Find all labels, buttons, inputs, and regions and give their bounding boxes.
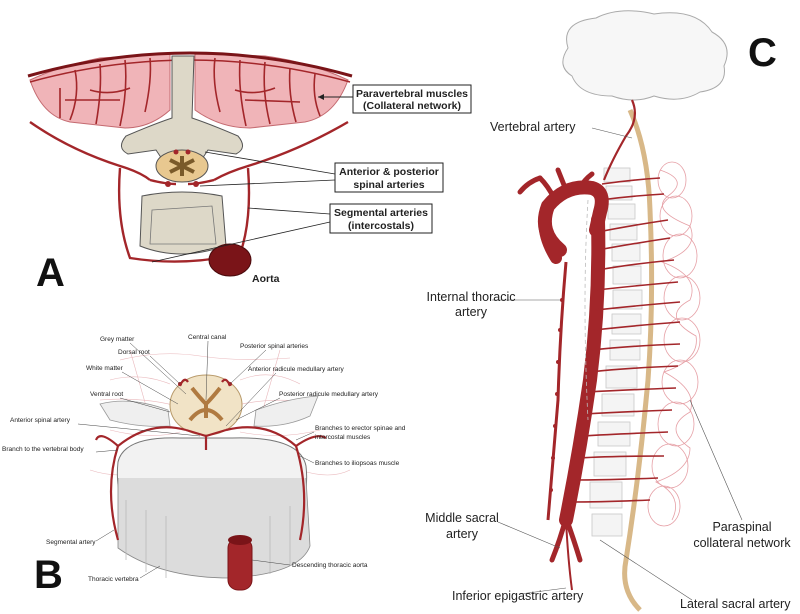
label-spinal-1: Anterior & posterior: [339, 166, 439, 178]
label-dorsal-root: Dorsal root: [118, 349, 150, 356]
label-grey-matter: Grey matter: [100, 336, 135, 343]
panel-letter-b: B: [34, 553, 63, 597]
label-vertebral-body-branch: Branch to the vertebral body: [2, 446, 84, 453]
collateral-branches: [59, 57, 321, 127]
box-paravertebral: [352, 84, 472, 114]
label-erector-1: Branches to erector spinae and: [315, 425, 406, 432]
iliac-arteries: [549, 515, 583, 563]
label-thoracic-vertebra: Thoracic vertebra: [88, 576, 139, 583]
spinal-column: [622, 108, 655, 612]
descending-aorta-b: [227, 537, 253, 591]
label-aorta: Aorta: [252, 273, 280, 285]
brain-outline: [562, 10, 728, 101]
label-paravertebral-1: Paravertebral muscles: [356, 88, 468, 100]
panel-c: Vertebral artery Internal thoracic arter…: [425, 10, 791, 612]
leader-lines-c: [492, 127, 743, 601]
label-middle-sacral-1: Middle sacral: [425, 511, 499, 525]
middle-sacral-artery: [565, 519, 573, 591]
label-inferior-epigastric: Inferior epigastric artery: [452, 589, 584, 603]
label-middle-sacral-2: artery: [446, 527, 479, 541]
label-central-canal: Central canal: [188, 334, 227, 341]
transverse-process-right: [253, 395, 319, 427]
label-erector-2: intercostal muscles: [315, 434, 371, 441]
label-lateral-sacral: Lateral sacral artery: [680, 597, 791, 611]
label-posterior-radicule: Posterior radicule medullary artery: [279, 391, 379, 398]
label-iliopsoas: Branches to iliopsoas muscle: [315, 460, 400, 467]
descending-aorta-c: [559, 213, 606, 527]
arteries-b: [94, 378, 327, 541]
vertebral-bodies-c: [589, 167, 643, 537]
thoracic-branch-dots: [549, 298, 564, 492]
panel-letter-c: C: [748, 31, 777, 75]
label-descending-aorta: Descending thoracic aorta: [292, 562, 368, 569]
panel-letter-a: A: [36, 251, 65, 295]
box-segmental: [329, 203, 433, 234]
leader-lines-b: [77, 340, 315, 579]
label-internal-thoracic-1: Internal thoracic: [427, 290, 516, 304]
label-paraspinal-2: collateral network: [693, 536, 791, 550]
label-white-matter: White matter: [86, 365, 124, 372]
label-spinal-2: spinal arteries: [353, 179, 424, 191]
label-anterior-radicule: Anterior radicule medullary artery: [248, 366, 344, 373]
label-segmental-artery: Segmental artery: [46, 539, 96, 546]
arch-branches: [517, 167, 595, 201]
vertebral-artery: [602, 99, 637, 181]
label-vertebral-artery: Vertebral artery: [490, 120, 576, 134]
label-internal-thoracic-2: artery: [455, 305, 488, 319]
aorta: [208, 243, 252, 277]
aortic-root: [538, 204, 562, 264]
grey-matter-shape: [188, 386, 224, 422]
segmental-arteries: [29, 120, 349, 263]
label-paravertebral-2: (Collateral network): [363, 100, 461, 112]
label-posterior-spinal-arteries: Posterior spinal arteries: [240, 343, 309, 350]
label-segmental-1: Segmental arteries: [334, 207, 428, 219]
box-spinal-arteries: [334, 162, 444, 193]
panel-a: Aorta Paravertebral muscles (Collateral …: [27, 51, 472, 295]
paraspinal-network: [647, 161, 701, 527]
label-segmental-2: (intercostals): [348, 220, 414, 232]
panel-b: Grey matter Central canal Dorsal root Po…: [2, 334, 406, 597]
label-paraspinal-1: Paraspinal: [712, 520, 771, 534]
transverse-process-left: [99, 400, 171, 427]
internal-thoracic-artery: [546, 261, 568, 521]
skin-band: [27, 51, 353, 78]
label-anterior-spinal-artery: Anterior spinal artery: [10, 417, 71, 424]
intercostal-arteries: [569, 177, 681, 503]
label-ventral-root: Ventral root: [90, 391, 123, 398]
vertebral-body: [139, 191, 227, 255]
